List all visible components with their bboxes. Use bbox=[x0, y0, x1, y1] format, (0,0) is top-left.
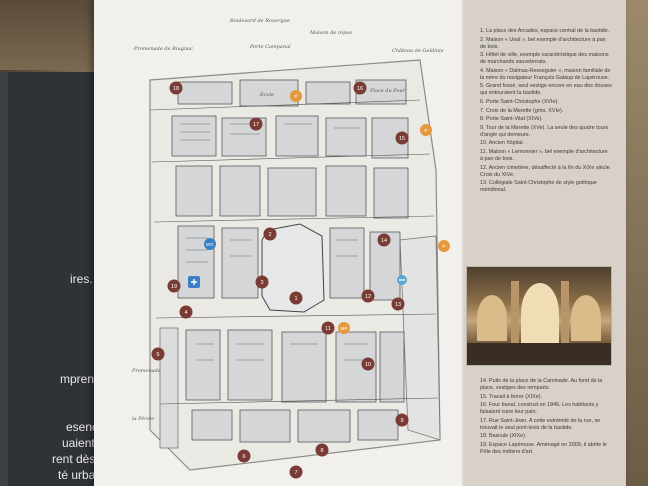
map-label-promenade-2: Promenade bbox=[131, 368, 161, 374]
toilets-icon[interactable]: WC bbox=[204, 238, 216, 250]
legend-item: 12. Ancien cimetière, désaffecté à la fi… bbox=[480, 164, 612, 178]
legend-item: 11. Maison « Lemonnier », bel exemple d'… bbox=[480, 148, 608, 162]
map-label-porte: Porte Campanal bbox=[249, 44, 291, 50]
map-marker[interactable]: 19 bbox=[167, 279, 181, 293]
legend-item: 18. Bascule (XIXe). bbox=[480, 433, 527, 440]
svg-text:P: P bbox=[424, 128, 427, 134]
map-marker[interactable]: 9 bbox=[395, 413, 409, 427]
legend-item: 8. Porte Saint-Vital (XIVe). bbox=[480, 116, 543, 123]
map-label-perole: la Pérole bbox=[132, 415, 154, 422]
church-interior-photo bbox=[466, 266, 612, 366]
parking-icon[interactable]: P bbox=[420, 124, 432, 136]
svg-text:18: 18 bbox=[173, 86, 179, 92]
left-panel-text: uaient bbox=[62, 436, 95, 450]
svg-text:9: 9 bbox=[400, 418, 403, 424]
left-info-panel bbox=[0, 72, 102, 486]
svg-text:4: 4 bbox=[184, 310, 187, 316]
left-panel-text: mprend bbox=[60, 372, 101, 386]
map-marker[interactable]: 3 bbox=[255, 275, 269, 289]
map-label-ecole: Ecole bbox=[259, 92, 274, 98]
legend-item: 7. Croix de la Merette (grès, XVIe). bbox=[480, 107, 564, 114]
map-marker[interactable]: 1 bbox=[289, 291, 303, 305]
map-label-maison: Maison de repos bbox=[309, 30, 352, 36]
info-icon[interactable] bbox=[397, 275, 407, 285]
map-marker[interactable]: 7 bbox=[289, 465, 303, 479]
map-label-chateau: Château de Gaïdinie bbox=[392, 47, 444, 54]
svg-text:1: 1 bbox=[294, 296, 297, 302]
map-marker[interactable]: 4 bbox=[179, 305, 193, 319]
background-ground bbox=[0, 0, 95, 70]
svg-text:19: 19 bbox=[171, 284, 177, 290]
legend-item: 4. Maison « Dalmas-Resseguier », maison … bbox=[480, 67, 611, 81]
legend-item: 19. Espace Lapérouse. Aménagé en 2009, i… bbox=[480, 441, 607, 455]
streets bbox=[149, 99, 439, 405]
legend-list-top: 1. La place des Arcades, espace central … bbox=[480, 28, 612, 196]
parking-icon[interactable]: P bbox=[438, 240, 450, 252]
map-service-icons: P P P MP WC bbox=[188, 90, 450, 334]
map-marker[interactable]: 18 bbox=[169, 81, 183, 95]
map-markers: 1 2 3 4 5 6 7 8 9 10 11 12 13 14 15 16 1… bbox=[151, 81, 409, 479]
legend-item: 15. Travail à ferrer (XIXe). bbox=[480, 393, 543, 400]
map-marker[interactable]: 8 bbox=[315, 443, 329, 457]
market-place-icon[interactable]: MP bbox=[338, 322, 350, 334]
svg-text:7: 7 bbox=[294, 470, 297, 476]
map-marker[interactable]: 16 bbox=[353, 81, 367, 95]
svg-text:17: 17 bbox=[253, 122, 259, 128]
svg-text:11: 11 bbox=[325, 326, 331, 332]
svg-text:10: 10 bbox=[365, 362, 371, 368]
legend-item: 14. Puits de la place de la Caminade. Au… bbox=[480, 378, 603, 391]
legend-item: 3. Hôtel de ville, exemple caractéristiq… bbox=[480, 52, 609, 66]
legend-item: 13. Collégiale Saint-Christophe de style… bbox=[480, 180, 597, 194]
moat-left bbox=[159, 327, 179, 449]
board-divider bbox=[462, 0, 464, 486]
city-blocks bbox=[171, 79, 409, 443]
parking-icon[interactable]: P bbox=[290, 90, 302, 102]
map-marker[interactable]: 17 bbox=[249, 117, 263, 131]
svg-text:16: 16 bbox=[357, 86, 363, 92]
legend-panel bbox=[464, 0, 626, 486]
map-marker[interactable]: 14 bbox=[377, 233, 391, 247]
map-marker[interactable]: 6 bbox=[237, 449, 251, 463]
building-hatching bbox=[180, 123, 368, 361]
svg-text:P: P bbox=[294, 94, 297, 100]
svg-text:3: 3 bbox=[260, 280, 263, 286]
legend-item: 6. Porte Saint-Christophe (XVIe). bbox=[480, 98, 559, 105]
map-label-promenade: Promenade de Riugnac bbox=[133, 46, 193, 52]
svg-text:P: P bbox=[442, 244, 445, 250]
map-marker[interactable]: 11 bbox=[321, 321, 335, 335]
legend-item: 5. Grand fossé, seul vestige encore en e… bbox=[480, 83, 612, 97]
legend-item: 9. Tour de la Merette (XVe). La seule de… bbox=[480, 124, 609, 138]
map-marker[interactable]: 13 bbox=[391, 297, 405, 311]
left-panel-edge bbox=[0, 72, 8, 486]
svg-text:8: 8 bbox=[320, 448, 323, 454]
map-label-boulevard: Boulevard de Rouergue bbox=[229, 18, 290, 24]
svg-text:WC: WC bbox=[206, 242, 215, 248]
legend-item: 16. Four banal, construit en 1846. Les h… bbox=[480, 402, 599, 416]
map-marker[interactable]: 15 bbox=[395, 131, 409, 145]
legend-item: 2. Maison « Unal », bel exemple d'archit… bbox=[480, 36, 606, 50]
svg-text:2: 2 bbox=[268, 232, 271, 238]
legend-item: 17. Rue Saint-Jean. A cette extrémité de… bbox=[480, 417, 601, 431]
svg-text:6: 6 bbox=[242, 454, 245, 460]
legend-item: 10. Ancien hôpital. bbox=[480, 140, 525, 147]
info-icon[interactable] bbox=[188, 276, 200, 288]
svg-text:5: 5 bbox=[156, 352, 159, 358]
map-marker[interactable]: 12 bbox=[361, 289, 375, 303]
moat-right bbox=[399, 235, 441, 441]
svg-text:MP: MP bbox=[340, 326, 347, 332]
svg-text:12: 12 bbox=[365, 294, 371, 300]
map-label-place: Place du Four bbox=[369, 88, 406, 94]
legend-list-bottom: 14. Puits de la place de la Caminade. Au… bbox=[480, 378, 612, 458]
legend-item: 1. La place des Arcades, espace central … bbox=[480, 28, 610, 34]
map-marker[interactable]: 5 bbox=[151, 347, 165, 361]
svg-text:15: 15 bbox=[399, 136, 405, 142]
svg-text:14: 14 bbox=[381, 238, 387, 244]
map-marker[interactable]: 2 bbox=[263, 227, 277, 241]
left-panel-text: ires. bbox=[70, 272, 93, 286]
svg-text:13: 13 bbox=[395, 302, 401, 308]
map-marker[interactable]: 10 bbox=[361, 357, 375, 371]
place-des-arcades bbox=[261, 223, 325, 313]
